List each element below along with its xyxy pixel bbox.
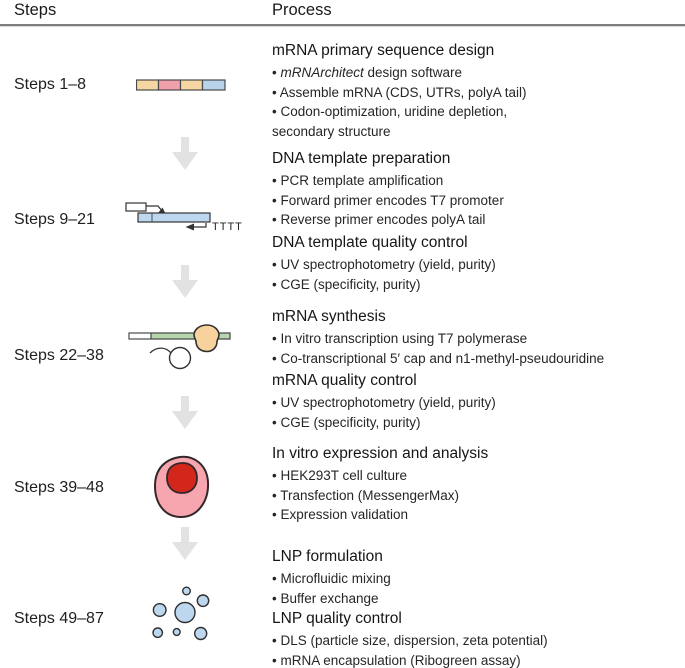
- header-rule: [0, 24, 685, 26]
- process-title: LNP quality control: [272, 610, 402, 627]
- process-bullet: • Buffer exchange: [272, 590, 379, 606]
- process-bullet: • mRNA encapsulation (Ribogreen assay): [272, 652, 521, 668]
- process-block-dna-template-qc: DNA template quality control • UV spectr…: [272, 233, 680, 294]
- steps-range-1-8: Steps 1–8: [14, 76, 87, 93]
- process-bullet: • DLS (particle size, dispersion, zeta p…: [272, 633, 548, 648]
- down-arrow-icon: [172, 265, 198, 298]
- polyt-label: TTTT: [212, 221, 243, 233]
- steps-range-22-38: Steps 22–38: [14, 347, 104, 364]
- process-bullet: • Transfection (MessengerMax): [272, 487, 460, 503]
- steps-range-49-87: Steps 49–87: [14, 610, 104, 627]
- process-bullet: • In vitro transcription using T7 polyme…: [272, 331, 528, 346]
- process-block-lnp-qc: LNP quality control • DLS (particle size…: [272, 609, 680, 668]
- process-bullet: • Forward primer encodes T7 promoter: [272, 192, 504, 208]
- process-block-sequence-design: mRNA primary sequence design • mRNArchit…: [272, 41, 680, 141]
- cell-icon: [153, 455, 210, 519]
- down-arrow-icon: [172, 137, 198, 170]
- process-bullet: • Microfluidic mixing: [272, 571, 391, 586]
- dna-template-icon: TTTT: [125, 202, 243, 233]
- process-title: DNA template quality control: [272, 234, 468, 251]
- process-bullet: • UV spectrophotometry (yield, purity): [272, 257, 496, 272]
- process-bullet: • CGE (specificity, purity): [272, 276, 421, 292]
- process-block-dna-template-prep: DNA template preparation • PCR template …: [272, 149, 680, 230]
- process-title: mRNA synthesis: [272, 308, 386, 325]
- down-arrow-icon: [172, 396, 198, 429]
- down-arrow-icon: [172, 527, 198, 560]
- process-block-expression-analysis: In vitro expression and analysis • HEK29…: [272, 444, 680, 525]
- process-bullet: • Codon-optimization, uridine depletion,…: [272, 104, 508, 139]
- process-bullet: • PCR template amplification: [272, 173, 444, 188]
- software-name: mRNArchitect: [280, 65, 364, 80]
- process-bullet: • Co-transcriptional 5′ cap and n1-methy…: [272, 350, 605, 366]
- process-title: mRNA quality control: [272, 372, 417, 389]
- mrna-construct-icon: [136, 79, 226, 91]
- process-bullet: • Expression validation: [272, 507, 409, 522]
- process-block-lnp-formulation: LNP formulation • Microfluidic mixing • …: [272, 547, 680, 608]
- process-block-mrna-synthesis: mRNA synthesis • In vitro transcription …: [272, 307, 680, 368]
- process-title: In vitro expression and analysis: [272, 445, 489, 462]
- process-bullet: • mRNArchitect design software: [272, 65, 463, 80]
- steps-range-9-21: Steps 9–21: [14, 211, 95, 228]
- process-bullet: • Reverse primer encodes polyA tail: [272, 212, 486, 227]
- process-title: mRNA primary sequence design: [272, 42, 495, 59]
- process-bullet: • UV spectrophotometry (yield, purity): [272, 395, 496, 410]
- lnp-particles-icon: [152, 586, 210, 641]
- process-column-header: Process: [272, 1, 332, 19]
- process-block-mrna-qc: mRNA quality control • UV spectrophotome…: [272, 371, 680, 432]
- process-bullet: • HEK293T cell culture: [272, 468, 408, 483]
- process-bullet: • Assemble mRNA (CDS, UTRs, polyA tail): [272, 84, 527, 100]
- process-title: DNA template preparation: [272, 150, 451, 167]
- in-vitro-transcription-icon: [128, 324, 231, 370]
- steps-column-header: Steps: [14, 1, 57, 19]
- process-bullet: • CGE (specificity, purity): [272, 414, 421, 430]
- process-title: LNP formulation: [272, 548, 383, 565]
- steps-range-39-48: Steps 39–48: [14, 479, 104, 496]
